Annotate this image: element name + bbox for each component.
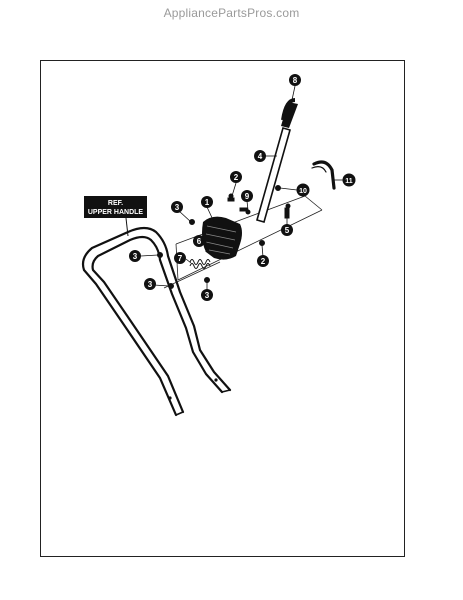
callout-10: 10: [296, 183, 310, 197]
callout-2: 2: [257, 255, 269, 267]
lever-rod: [256, 98, 298, 223]
svg-text:3: 3: [148, 280, 153, 289]
callout-3: 3: [129, 250, 141, 262]
ref-upper-handle-label: REF. UPPER HANDLE: [84, 196, 147, 237]
callout-11: 11: [342, 173, 356, 187]
callout-7: 7: [174, 252, 186, 264]
svg-text:9: 9: [245, 192, 250, 201]
svg-text:10: 10: [299, 188, 307, 195]
diagram-frame: [40, 60, 405, 557]
callout-2: 2: [230, 171, 242, 183]
callout-4: 4: [254, 150, 266, 162]
callout-3: 3: [221, 202, 226, 211]
ref-label-line1: REF.: [108, 200, 123, 207]
leader-lines: [140, 85, 343, 290]
callout-markers: 1 2 2 3 3 3 3 3: [129, 74, 356, 301]
svg-text:3: 3: [221, 202, 226, 211]
callout-6: 6: [193, 235, 205, 247]
svg-text:8: 8: [293, 76, 298, 85]
callout-3: 3: [201, 289, 213, 301]
svg-text:7: 7: [178, 254, 183, 263]
svg-text:3: 3: [205, 291, 210, 300]
svg-text:1: 1: [205, 198, 210, 207]
callout-5: 5: [281, 224, 293, 236]
control-plate: [202, 216, 242, 260]
callout-3: 3: [144, 278, 156, 290]
svg-text:3: 3: [133, 252, 138, 261]
watermark-text: AppliancePartsPros.com: [163, 6, 300, 20]
svg-text:4: 4: [258, 152, 263, 161]
callout-8: 8: [289, 74, 301, 86]
ref-label-line2: UPPER HANDLE: [88, 209, 144, 216]
svg-text:2: 2: [261, 257, 266, 266]
bail-bar: [311, 160, 336, 190]
svg-text:6: 6: [197, 237, 202, 246]
upper-handle: [81, 226, 232, 417]
callout-3: 3: [171, 201, 183, 213]
svg-text:5: 5: [285, 226, 290, 235]
callout-1: 1: [201, 196, 213, 208]
svg-text:11: 11: [345, 178, 353, 185]
svg-text:2: 2: [234, 173, 239, 182]
hardware: [157, 185, 291, 289]
svg-text:3: 3: [175, 203, 180, 212]
spring: [189, 259, 211, 269]
callout-9: 9: [241, 190, 253, 202]
